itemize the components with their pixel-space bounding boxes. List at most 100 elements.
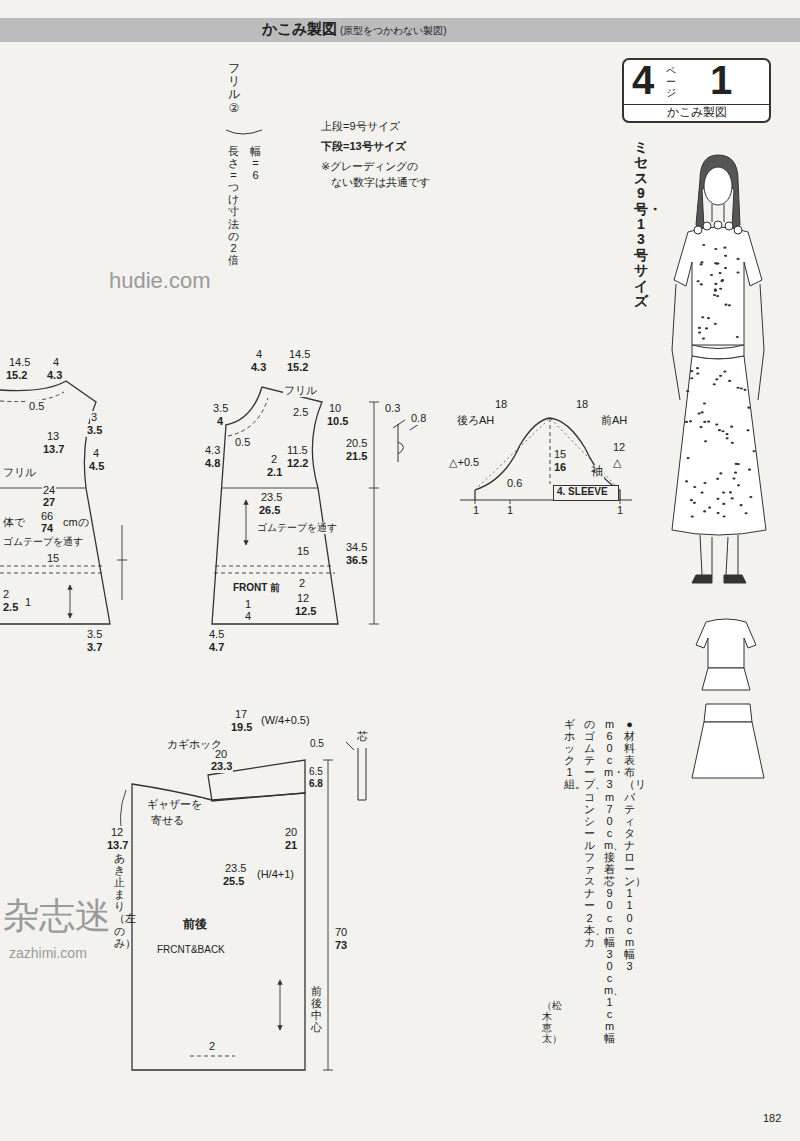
dimension-label: ※グレーディングの — [320, 160, 419, 173]
print-dot — [737, 484, 740, 486]
dimension-label: 19.5 — [230, 721, 253, 734]
print-dot — [743, 389, 746, 391]
dimension-label: 4.5 — [208, 628, 225, 641]
print-dot — [721, 430, 724, 432]
watermark: zazhimi.com — [8, 945, 88, 961]
print-dot — [702, 244, 705, 246]
vertical-note: あき止まり（左のみ） — [114, 852, 125, 949]
print-dot — [703, 402, 706, 404]
dimension-label: 後ろAH — [456, 414, 495, 427]
skirt-piece — [208, 760, 305, 801]
print-dot — [724, 267, 727, 269]
vertical-note: 長さ=つけ寸法の2倍 — [228, 145, 239, 266]
node-heading: 4. SLEEVE — [557, 486, 608, 498]
dimension-label: 0.5 — [234, 436, 251, 449]
dimension-label: 0.5 — [309, 738, 325, 750]
dimension-label: 4 — [52, 356, 60, 369]
print-dot — [722, 503, 725, 505]
dimension-label: 前後 — [182, 918, 208, 932]
skirt-piece — [323, 760, 333, 1070]
print-dot — [720, 280, 723, 282]
watermark: hudie.com — [108, 268, 212, 293]
print-dot — [702, 337, 705, 339]
print-dot — [714, 248, 717, 250]
dimension-label: 25.5 — [222, 875, 245, 888]
dimension-label: 24 — [42, 484, 56, 497]
dimension-label: 14.5 — [288, 348, 311, 361]
dimension-label: 20 — [214, 748, 228, 761]
dimension-label: 13.7 — [106, 839, 129, 852]
print-dot — [704, 440, 707, 442]
dimension-label: 下段=13号サイズ — [320, 140, 407, 153]
print-dot — [690, 370, 693, 372]
model-figure — [672, 155, 766, 583]
dimension-label: 4.3 — [204, 444, 221, 457]
sleeve-piece — [475, 418, 620, 490]
vertical-note: フリル② — [228, 62, 240, 115]
blouse-icon — [696, 619, 756, 690]
dimension-label: 13 — [46, 430, 60, 443]
vertical-note: 幅=6 — [250, 145, 261, 181]
print-dot — [728, 304, 731, 306]
facing-detail — [393, 420, 422, 462]
dimension-label: 15.2 — [286, 361, 309, 374]
dimension-label: 1 — [506, 504, 514, 517]
back-bodice-piece — [117, 525, 127, 600]
print-dot — [719, 375, 722, 377]
vertical-note: のゴムテープ、コンシールファスナー2本、カ — [584, 718, 595, 948]
print-dot — [686, 457, 689, 459]
dimension-label: 袖 — [590, 465, 604, 479]
print-dot — [693, 486, 696, 488]
model-figure — [700, 535, 738, 575]
dimension-label: 27 — [42, 496, 56, 509]
dimension-label: 20.5 — [345, 437, 368, 450]
dimension-label: 2.5 — [292, 406, 309, 419]
print-dot — [699, 426, 702, 428]
dimension-label: 0.6 — [506, 477, 523, 490]
print-dot — [701, 411, 704, 413]
print-dot — [749, 496, 752, 498]
dimension-label: 11.5 — [286, 444, 309, 457]
dimension-label: フリル — [2, 466, 37, 479]
dimension-label: 16 — [553, 461, 567, 474]
print-dot — [726, 437, 729, 439]
vertical-note: ミセス9号・13号サイズ — [634, 140, 648, 309]
print-dot — [700, 261, 703, 263]
dimension-label: 12 — [612, 441, 626, 454]
model-figure — [714, 221, 722, 229]
print-dot — [691, 515, 694, 517]
dimension-label: 18 — [575, 398, 589, 411]
print-dot — [731, 497, 734, 499]
node-heading: かこみ製図 — [262, 20, 337, 37]
print-dot — [752, 450, 755, 452]
dimension-label: 0.8 — [410, 412, 427, 425]
vertical-note: 前後中心 — [311, 985, 322, 1033]
print-dot — [730, 426, 733, 428]
header-band: かこみ製図(原型をつかわない製図) — [0, 18, 800, 42]
frill-bracket — [226, 130, 262, 134]
sleeve-piece — [475, 418, 620, 490]
print-dot — [716, 512, 719, 514]
print-dot — [686, 390, 689, 392]
dimension-label: 21.5 — [345, 450, 368, 463]
dimension-label: 6.8 — [308, 778, 324, 790]
dimension-label: 12.2 — [286, 457, 309, 470]
page-number-box: 4ページ1かこみ製図 — [622, 58, 771, 123]
print-dot — [724, 304, 727, 306]
dimension-label: 15 — [46, 552, 60, 565]
print-dot — [699, 263, 702, 265]
print-dot — [716, 295, 719, 297]
node-text: ページ — [666, 65, 676, 98]
dimension-label: 70 — [334, 926, 348, 939]
dimension-label: 1 — [616, 504, 624, 517]
print-dot — [725, 433, 728, 435]
dimension-label: ゴムテープを通す — [2, 536, 84, 548]
dimension-label: 12 — [110, 826, 124, 839]
skirt-piece — [280, 980, 281, 1030]
dimension-label: 寄せる — [150, 814, 185, 827]
print-dot — [748, 469, 751, 471]
dimension-label: 4.3 — [46, 369, 63, 382]
dimension-label: ギャザーを — [146, 798, 203, 811]
print-dot — [690, 377, 693, 379]
skirt-piece — [346, 742, 366, 800]
